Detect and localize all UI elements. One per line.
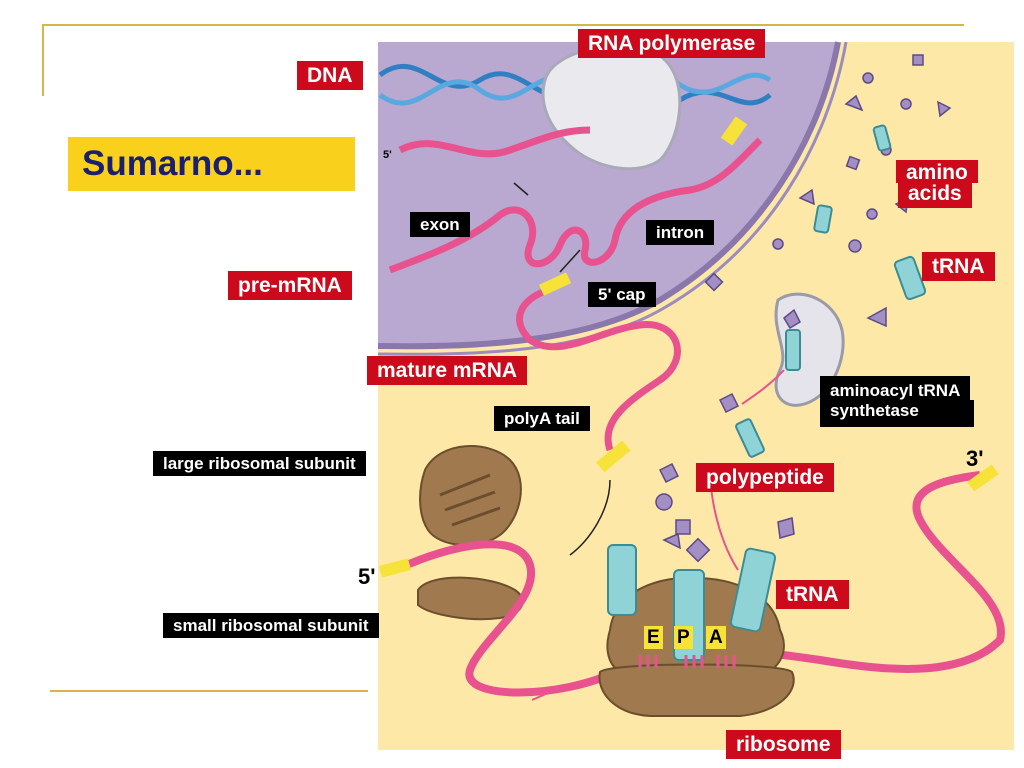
incoming-trna [735,418,765,458]
charged-trna [785,329,801,371]
label-exon: exon [410,212,470,237]
pre-mrna-cap [720,116,748,146]
arrow-translocation [531,692,549,701]
ribosome-small-body [598,663,795,717]
arrow-export [569,479,611,556]
label-polypeptide: polypeptide [696,463,834,492]
label-amino-acids-line2: acids [898,183,972,208]
incoming-amino-acid [718,392,740,414]
label-mature-mrna: mature mRNA [367,356,528,385]
label-three-prime: 3' [966,446,984,471]
label-five-cap: 5' cap [588,282,656,307]
site-p: P [674,626,693,649]
label-ribosome: ribosome [726,730,841,759]
label-aminoacyl-line1: aminoacyl tRNA [820,376,971,401]
large-ribosomal-subunit [419,445,522,546]
nuclear-envelope-outer [377,41,848,356]
frame-top-line [42,24,964,26]
label-polya-tail: polyA tail [494,406,590,431]
label-trna-top: tRNA [922,252,995,281]
polypeptide-chain [655,462,795,563]
pre-mrna-strand [388,137,763,274]
arrow-transcription [513,182,529,196]
mrna-three-end [967,464,999,492]
mrna-five-end [378,558,412,578]
frame-bottom-line [50,690,368,692]
site-e: E [644,626,663,649]
transcript-strand [398,126,591,158]
nucleus [378,42,838,347]
five-cap-marker [538,272,572,296]
large-subunit-grooves [439,473,501,527]
label-amino-acids-line1: amino [896,160,978,183]
label-large-subunit: large ribosomal subunit [153,451,366,476]
arrow-splicing [559,249,581,273]
label-dna-five: 5' [383,149,392,161]
label-dna: DNA [297,61,363,90]
label-five-prime: 5' [358,564,376,589]
mature-mrna-strand [516,286,681,452]
nuclear-envelope [377,41,841,350]
site-a: A [706,626,726,649]
frame-left-line [42,24,44,96]
arrow-charging [741,369,785,405]
label-small-subunit: small ribosomal subunit [163,613,379,638]
label-intron: intron [646,220,715,245]
label-aminoacyl-line2: synthetase [820,400,974,427]
label-rna-polymerase: RNA polymerase [578,29,766,58]
page-title: Sumarno... [82,144,263,183]
codon-ticks [638,655,736,668]
label-pre-mrna: pre-mRNA [228,271,352,300]
title-box [68,137,355,191]
free-trna-molecules [813,124,927,301]
polya-tail-marker [596,440,631,473]
label-trna-bottom: tRNA [776,580,849,609]
bound-amino-acid [783,308,801,330]
